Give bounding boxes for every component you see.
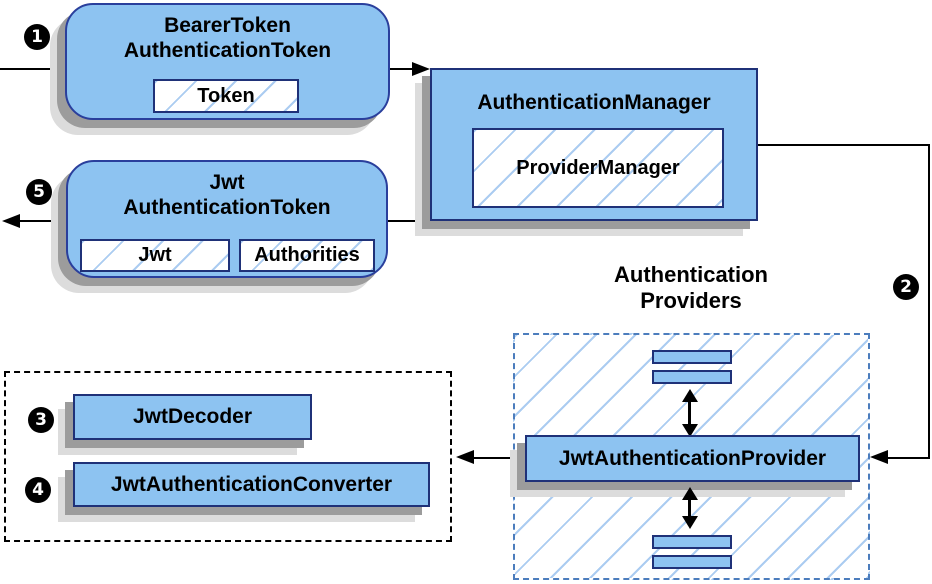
- node-title: BearerToken AuthenticationToken: [67, 13, 388, 63]
- jwt-authentication-provider-node: JwtAuthenticationProvider: [525, 435, 860, 482]
- node-title-line1: BearerToken: [164, 14, 291, 37]
- double-arrow-icon: [681, 487, 699, 529]
- provider-placeholder-bar: [652, 350, 732, 364]
- flow-line-step2-vertical: [928, 144, 930, 459]
- token-chip: Token: [153, 79, 299, 113]
- step-2-badge: 2: [893, 274, 919, 300]
- authorities-chip: Authorities: [239, 239, 375, 272]
- arrowhead-down-icon: [682, 424, 698, 437]
- bearer-token-authentication-token-node: BearerToken AuthenticationToken Token: [65, 3, 390, 120]
- step-1-badge: 1: [24, 24, 50, 50]
- provider-manager-chip: ProviderManager: [472, 128, 724, 208]
- provider-placeholder-bar: [652, 370, 732, 384]
- arrowhead-up-icon: [682, 389, 698, 402]
- arrow-shaft: [688, 398, 691, 428]
- step-3-badge: 3: [28, 407, 54, 433]
- step-5-badge: 5: [26, 179, 52, 205]
- flow-line-step2-horizontal: [758, 144, 930, 146]
- authentication-manager-node: AuthenticationManager ProviderManager: [430, 68, 758, 221]
- node-title-line1: Jwt: [209, 171, 245, 194]
- node-title: AuthenticationManager: [477, 91, 711, 114]
- arrowhead-down-icon: [682, 516, 698, 529]
- jwt-chip: Jwt: [80, 239, 230, 272]
- arrow-left-icon: [456, 450, 474, 464]
- jwt-authentication-token-node: Jwt AuthenticationToken Jwt Authorities: [66, 160, 388, 278]
- heading-line1: Authentication: [614, 262, 768, 287]
- arrowhead-up-icon: [682, 487, 698, 500]
- provider-placeholder-bar: [652, 535, 732, 549]
- authentication-providers-heading: Authentication Providers: [541, 262, 841, 314]
- jwt-authentication-converter-node: JwtAuthenticationConverter: [73, 462, 430, 507]
- step-4-badge: 4: [25, 477, 51, 503]
- flow-line-provider-to-converters: [474, 457, 514, 459]
- heading-line2: Providers: [640, 288, 742, 313]
- jwt-converters-group: [4, 371, 452, 542]
- provider-placeholder-bar: [652, 555, 732, 569]
- jwt-decoder-node: JwtDecoder: [73, 394, 312, 440]
- arrow-shaft: [688, 496, 691, 520]
- node-title: Jwt AuthenticationToken: [68, 170, 386, 220]
- node-title-line2: AuthenticationToken: [123, 196, 331, 219]
- node-title-line2: AuthenticationToken: [123, 39, 332, 62]
- arrow-left-icon: [870, 450, 888, 464]
- arrow-right-icon: [412, 62, 430, 76]
- arrow-left-icon: [2, 214, 20, 228]
- double-arrow-icon: [681, 389, 699, 437]
- flow-line-step2-return: [888, 457, 930, 459]
